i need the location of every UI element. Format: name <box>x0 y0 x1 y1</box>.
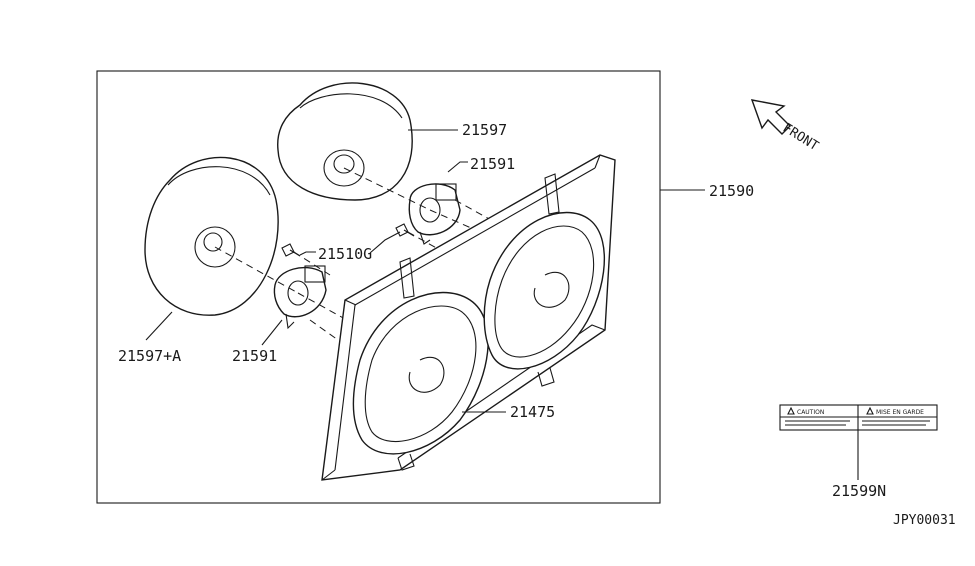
label-21599N: 21599N <box>832 482 886 500</box>
assembly-frame-box <box>96 70 661 504</box>
mise-en-garde-text: MISE EN GARDE <box>876 409 924 416</box>
label-21591-lower: 21591 <box>232 347 277 365</box>
label-21597A: 21597+A <box>118 347 181 365</box>
front-arrow-icon <box>750 99 791 135</box>
label-21475: 21475 <box>510 403 555 421</box>
label-21510G: 21510G <box>318 245 372 263</box>
front-label: FRONT <box>780 121 821 155</box>
reference-code: JPY00031 <box>893 513 956 528</box>
caution-label-plate <box>779 404 938 431</box>
label-21591-upper: 21591 <box>470 155 515 173</box>
warning-triangle-icon <box>866 406 874 415</box>
fan-shroud <box>321 154 616 481</box>
fan-motor-lower <box>273 265 327 330</box>
label-21590: 21590 <box>709 182 754 200</box>
label-21597: 21597 <box>462 121 507 139</box>
caution-text: CAUTION <box>797 409 824 416</box>
fan-motor-upper <box>408 183 461 245</box>
warning-triangle-icon <box>787 406 795 415</box>
leader-lines <box>145 129 859 480</box>
fan-blade-upper <box>277 82 413 201</box>
fan-blade-lower <box>144 156 279 316</box>
